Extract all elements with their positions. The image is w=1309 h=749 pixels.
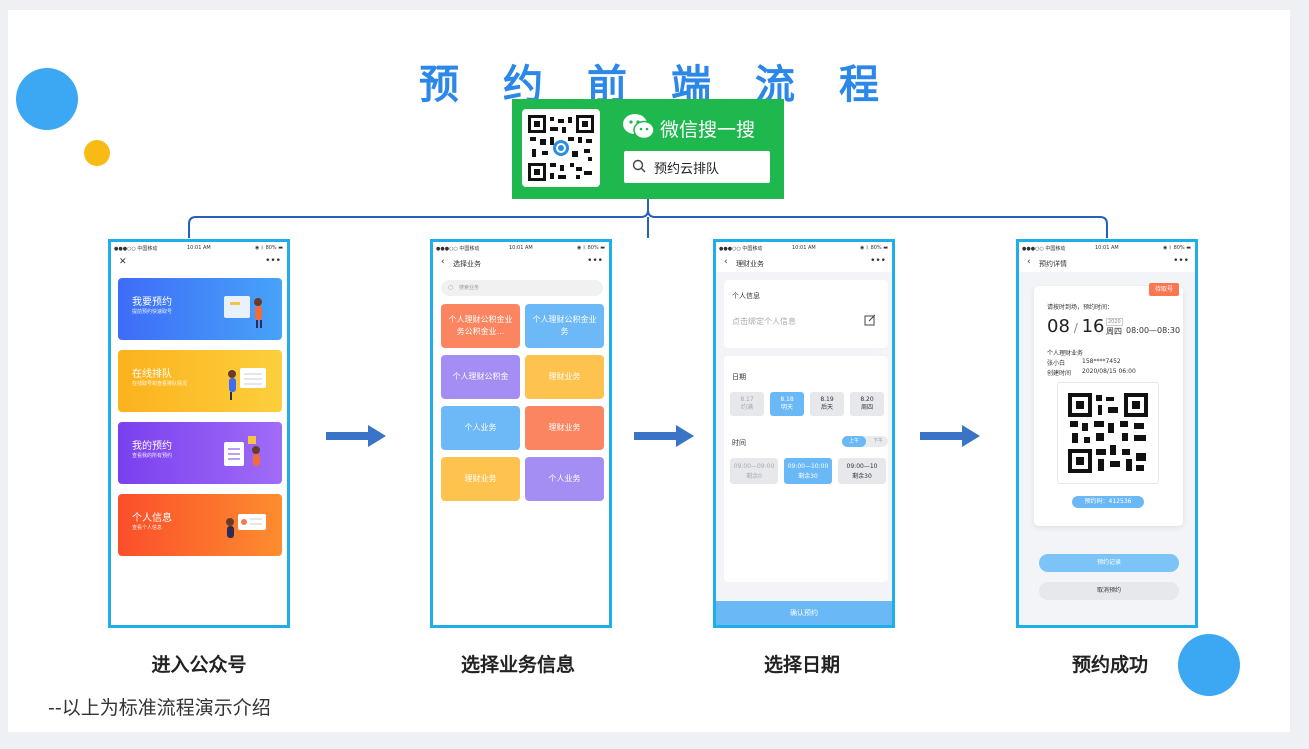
person-board-icon bbox=[224, 296, 262, 328]
appointment-code: 预约码：412536 bbox=[1072, 496, 1144, 508]
business-search-input[interactable]: ○ 搜索业务 bbox=[441, 280, 603, 296]
phone-step-4: ●●●○○ 中国移动 10:01 AM ◉ ᛒ 80% ▬ ‹ 预约详情 •••… bbox=[1016, 239, 1198, 628]
person-document-icon bbox=[224, 436, 260, 466]
wechat-search-text: 预约云排队 bbox=[654, 162, 720, 177]
confirm-button[interactable]: 确认预约 bbox=[716, 601, 892, 625]
status-bar: ●●●○○ 中国移动 10:01 AM ◉ ᛒ 80% ▬ bbox=[436, 245, 605, 252]
ticket-card: 待取号 请按时到场，预约时间： 08 / 16 2020 周四 08:00—08… bbox=[1034, 283, 1183, 526]
nav-bar: ✕ ••• bbox=[111, 254, 287, 272]
arrow-right-icon bbox=[920, 425, 980, 447]
nav-title: 预约详情 bbox=[1039, 260, 1067, 268]
personal-info-panel[interactable]: 个人信息 点击绑定个人信息 bbox=[724, 280, 888, 348]
status-badge: 待取号 bbox=[1149, 283, 1179, 296]
slide: 预约前端流程 bbox=[8, 10, 1290, 732]
edit-icon[interactable] bbox=[864, 314, 876, 326]
more-icon[interactable]: ••• bbox=[1173, 256, 1189, 266]
more-icon[interactable]: ••• bbox=[587, 256, 603, 266]
status-bar: ●●●○○ 中国移动 10:01 AM ◉ ᛒ 80% ▬ bbox=[114, 245, 283, 252]
qr-code-icon bbox=[522, 109, 600, 187]
phone-step-3: ●●●○○ 中国移动 10:01 AM ◉ ᛒ 80% ▬ ‹ 理财业务 •••… bbox=[713, 239, 895, 628]
step-caption: 选择日期 bbox=[763, 654, 840, 676]
decor-circle-blue-bottom bbox=[1178, 634, 1240, 696]
business-item[interactable]: 个人理财公积金业务 bbox=[525, 304, 604, 348]
decor-circle-blue bbox=[16, 68, 78, 130]
business-item[interactable]: 个人理财公积金业务公积金业... bbox=[441, 304, 520, 348]
wechat-search-input[interactable]: 预约云排队 bbox=[624, 151, 770, 183]
appointment-date: 08 / 16 bbox=[1047, 316, 1105, 337]
footnote: --以上为标准流程演示介绍 bbox=[48, 697, 271, 719]
back-icon[interactable]: ‹ bbox=[724, 257, 728, 267]
phone-step-2: ●●●○○ 中国移动 10:01 AM ◉ ᛒ 80% ▬ ‹ 选择业务 •••… bbox=[430, 239, 612, 628]
qr-code-icon bbox=[1057, 382, 1159, 484]
status-bar: ●●●○○ 中国移动 10:01 AM ◉ ᛒ 80% ▬ bbox=[1022, 245, 1191, 252]
phone-step-1: ●●●○○ 中国移动 10:01 AM ◉ ᛒ 80% ▬ ✕ ••• 我要预约… bbox=[108, 239, 290, 628]
business-item[interactable]: 个人理财公积金 bbox=[441, 355, 520, 399]
appointment-records-button[interactable]: 预约记录 bbox=[1039, 554, 1179, 572]
business-item[interactable]: 理财业务 bbox=[525, 406, 604, 450]
business-item[interactable]: 理财业务 bbox=[441, 457, 520, 501]
nav-title: 选择业务 bbox=[453, 260, 481, 268]
cancel-appointment-button[interactable]: 取消预约 bbox=[1039, 582, 1179, 600]
step-caption: 进入公众号 bbox=[151, 654, 247, 676]
person-id-card-icon bbox=[226, 514, 266, 538]
flow-bracket bbox=[188, 199, 1108, 238]
close-icon[interactable]: ✕ bbox=[119, 257, 127, 267]
status-bar: ●●●○○ 中国移动 10:01 AM ◉ ᛒ 80% ▬ bbox=[719, 245, 888, 252]
menu-card-queue[interactable]: 在线排队 在线取号和查看排队情况 bbox=[118, 350, 282, 412]
back-icon[interactable]: ‹ bbox=[441, 257, 445, 267]
nav-title: 理财业务 bbox=[736, 260, 764, 268]
step-caption: 预约成功 bbox=[1071, 654, 1148, 676]
am-pm-toggle[interactable]: 上午 下午 bbox=[842, 436, 888, 447]
arrow-right-icon bbox=[634, 425, 694, 447]
nav-bar: ‹ 选择业务 ••• bbox=[433, 254, 609, 272]
nav-bar: ‹ 理财业务 ••• bbox=[716, 254, 892, 272]
wechat-search-banner: 微信搜一搜 预约云排队 bbox=[512, 99, 784, 199]
menu-card-profile[interactable]: 个人信息 查看个人信息 bbox=[118, 494, 282, 556]
more-icon[interactable]: ••• bbox=[265, 256, 281, 266]
back-icon[interactable]: ‹ bbox=[1027, 257, 1031, 267]
more-icon[interactable]: ••• bbox=[870, 256, 886, 266]
person-calendar-icon bbox=[228, 368, 266, 400]
wechat-search-title: 微信搜一搜 bbox=[660, 119, 756, 141]
business-item[interactable]: 个人业务 bbox=[525, 457, 604, 501]
menu-card-mine[interactable]: 我的预约 查看我的所有预约 bbox=[118, 422, 282, 484]
business-item[interactable]: 个人业务 bbox=[441, 406, 520, 450]
wechat-logo-icon bbox=[622, 113, 656, 145]
menu-card-book[interactable]: 我要预约 提前预约快速取号 bbox=[118, 278, 282, 340]
search-icon bbox=[632, 159, 646, 173]
search-icon: ○ bbox=[448, 284, 454, 291]
nav-bar: ‹ 预约详情 ••• bbox=[1019, 254, 1195, 272]
step-caption: 选择业务信息 bbox=[460, 654, 575, 676]
business-item[interactable]: 理财业务 bbox=[525, 355, 604, 399]
decor-circle-yellow bbox=[84, 140, 110, 166]
arrow-right-icon bbox=[326, 425, 386, 447]
